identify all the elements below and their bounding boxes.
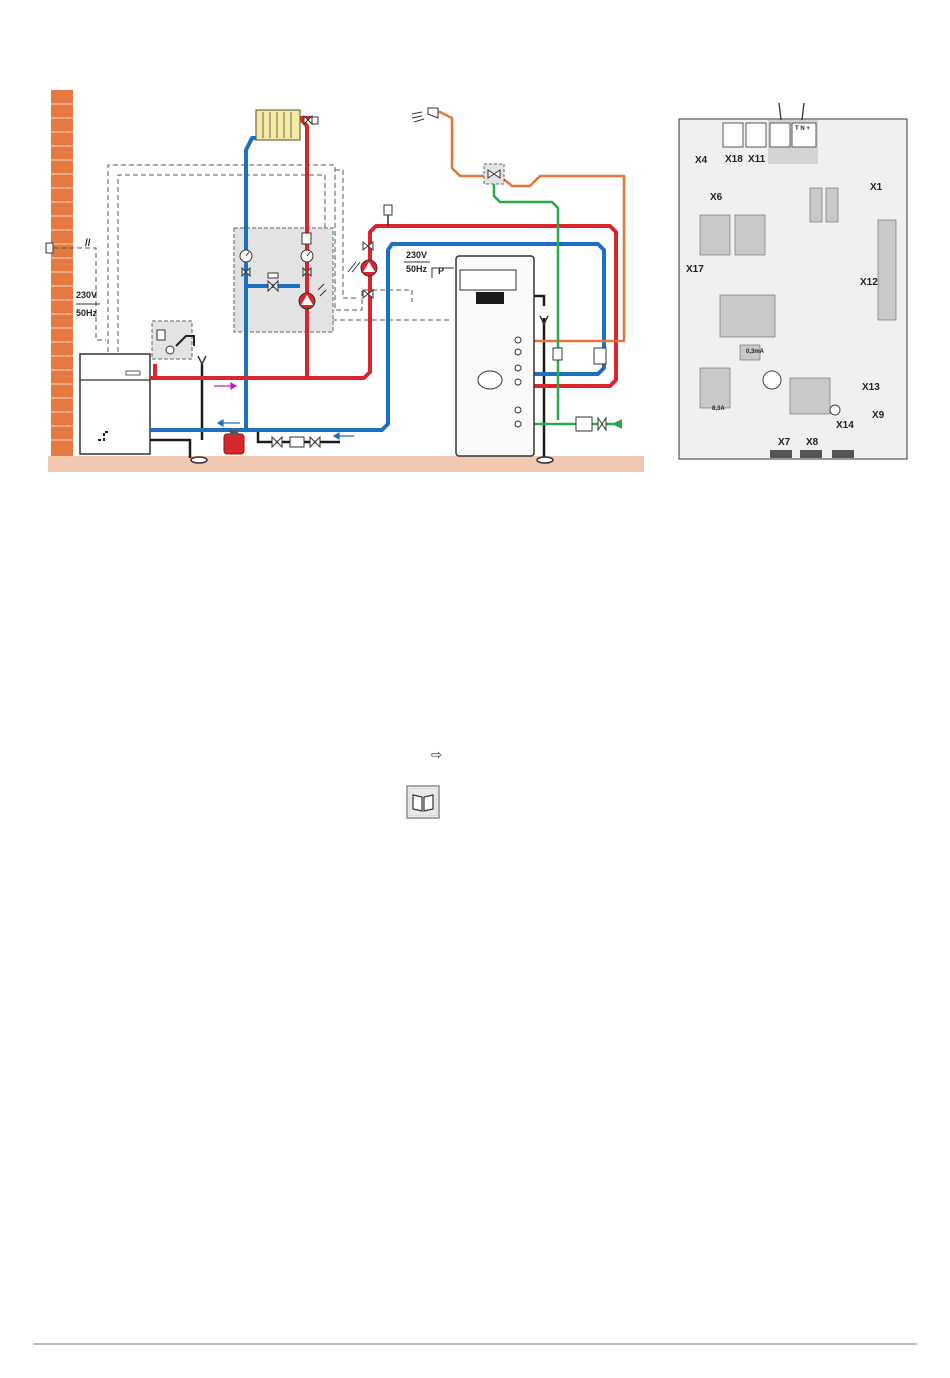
supply-voltage-pump: 230V bbox=[406, 250, 427, 260]
shower-icon bbox=[412, 108, 438, 122]
connector-x4: X4 bbox=[695, 155, 708, 166]
connector-x18: X18 bbox=[725, 154, 743, 165]
manual-book-icon bbox=[406, 785, 440, 819]
brick-wall-icon bbox=[51, 90, 73, 456]
terminal-marks: T N + bbox=[795, 126, 810, 132]
storage-tank-icon bbox=[456, 256, 534, 456]
tank-valve-icons bbox=[553, 348, 606, 364]
expansion-vessel-icon bbox=[224, 430, 244, 454]
connector-x6: X6 bbox=[710, 192, 723, 203]
fuse-small-label: 0,3mA bbox=[746, 349, 765, 355]
supply-voltage-left: 230V bbox=[76, 290, 97, 300]
cold-inlet-filter bbox=[576, 417, 592, 431]
cold-inlet-arrow bbox=[612, 419, 622, 429]
tank-sensor-label: P bbox=[438, 266, 444, 276]
connector-x7: X7 bbox=[778, 437, 791, 448]
connector-x9: X9 bbox=[872, 410, 885, 421]
sensor-cable-mark: // bbox=[85, 238, 91, 249]
fill-valve-icons bbox=[272, 437, 320, 447]
supply-freq-pump: 50Hz bbox=[406, 264, 428, 274]
connector-x14: X14 bbox=[836, 420, 854, 431]
cross-reference-arrow: ⇨ bbox=[431, 748, 442, 763]
mixing-valve-icon bbox=[484, 164, 504, 184]
air-vent-icon bbox=[384, 205, 392, 226]
connector-x17: X17 bbox=[686, 264, 704, 275]
heating-circuit-box bbox=[234, 228, 333, 332]
footer-rule bbox=[33, 1343, 917, 1345]
connector-x12: X12 bbox=[860, 277, 878, 288]
connector-x11: X11 bbox=[748, 154, 766, 165]
cold-inlet-valve-icon bbox=[598, 418, 606, 430]
connector-x8: X8 bbox=[806, 437, 819, 448]
connector-x1: X1 bbox=[870, 182, 883, 193]
outdoor-sensor-icon bbox=[46, 243, 53, 253]
radiator-icon bbox=[256, 110, 300, 140]
boiler-icon bbox=[80, 354, 150, 454]
fuse-large-label: 8,3A bbox=[712, 406, 725, 412]
supply-freq-left: 50Hz bbox=[76, 308, 98, 318]
floor bbox=[48, 456, 644, 472]
hot-flow-pipes bbox=[150, 118, 616, 386]
connector-x13: X13 bbox=[862, 382, 880, 393]
